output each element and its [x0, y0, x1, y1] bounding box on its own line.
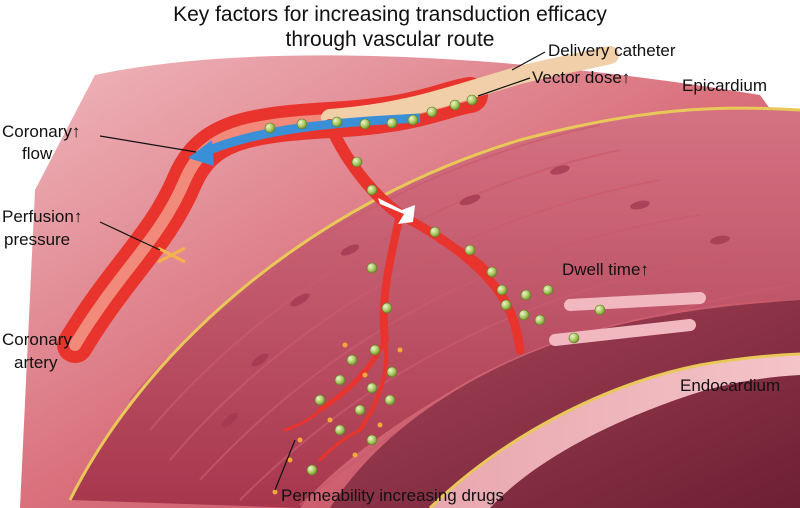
label-coronary-artery-2: artery — [14, 353, 58, 372]
myocardium-band — [70, 108, 800, 508]
label-coronary-flow-1: Coronary↑ — [2, 122, 80, 141]
title-line-1: Key factors for increasing transduction … — [173, 3, 607, 26]
epicardium-line — [68, 106, 800, 501]
branch-flow-arrow — [378, 198, 415, 224]
perfusion-pressure-arrows — [157, 246, 186, 264]
muscle-fibers — [129, 124, 791, 506]
label-perfusion-pressure-2: pressure — [4, 230, 70, 249]
vector-particles — [264, 94, 606, 476]
coronary-flow-arrowhead — [188, 140, 214, 166]
endocardium-line — [428, 352, 800, 508]
label-coronary-flow-2: flow — [22, 144, 53, 163]
title-line-2: through vascular route — [286, 28, 495, 51]
label-coronary-artery-1: Coronary — [2, 330, 72, 349]
ventricle-cavity — [330, 300, 800, 508]
muscle-nuclei — [221, 165, 730, 428]
label-dwell-time: Dwell time↑ — [562, 260, 649, 279]
label-vector-dose: Vector dose↑ — [532, 68, 630, 87]
delivery-catheter — [321, 46, 619, 127]
drug-particles — [272, 342, 403, 495]
label-permeability-drugs: Permeability increasing drugs — [281, 486, 504, 505]
label-epicardium: Epicardium — [682, 76, 767, 95]
leader-lines — [99, 51, 546, 491]
label-endocardium: Endocardium — [680, 376, 780, 395]
label-delivery-catheter: Delivery catheter — [548, 41, 676, 60]
label-perfusion-pressure-1: Perfusion↑ — [2, 207, 82, 226]
endocardium-lining — [430, 354, 800, 508]
